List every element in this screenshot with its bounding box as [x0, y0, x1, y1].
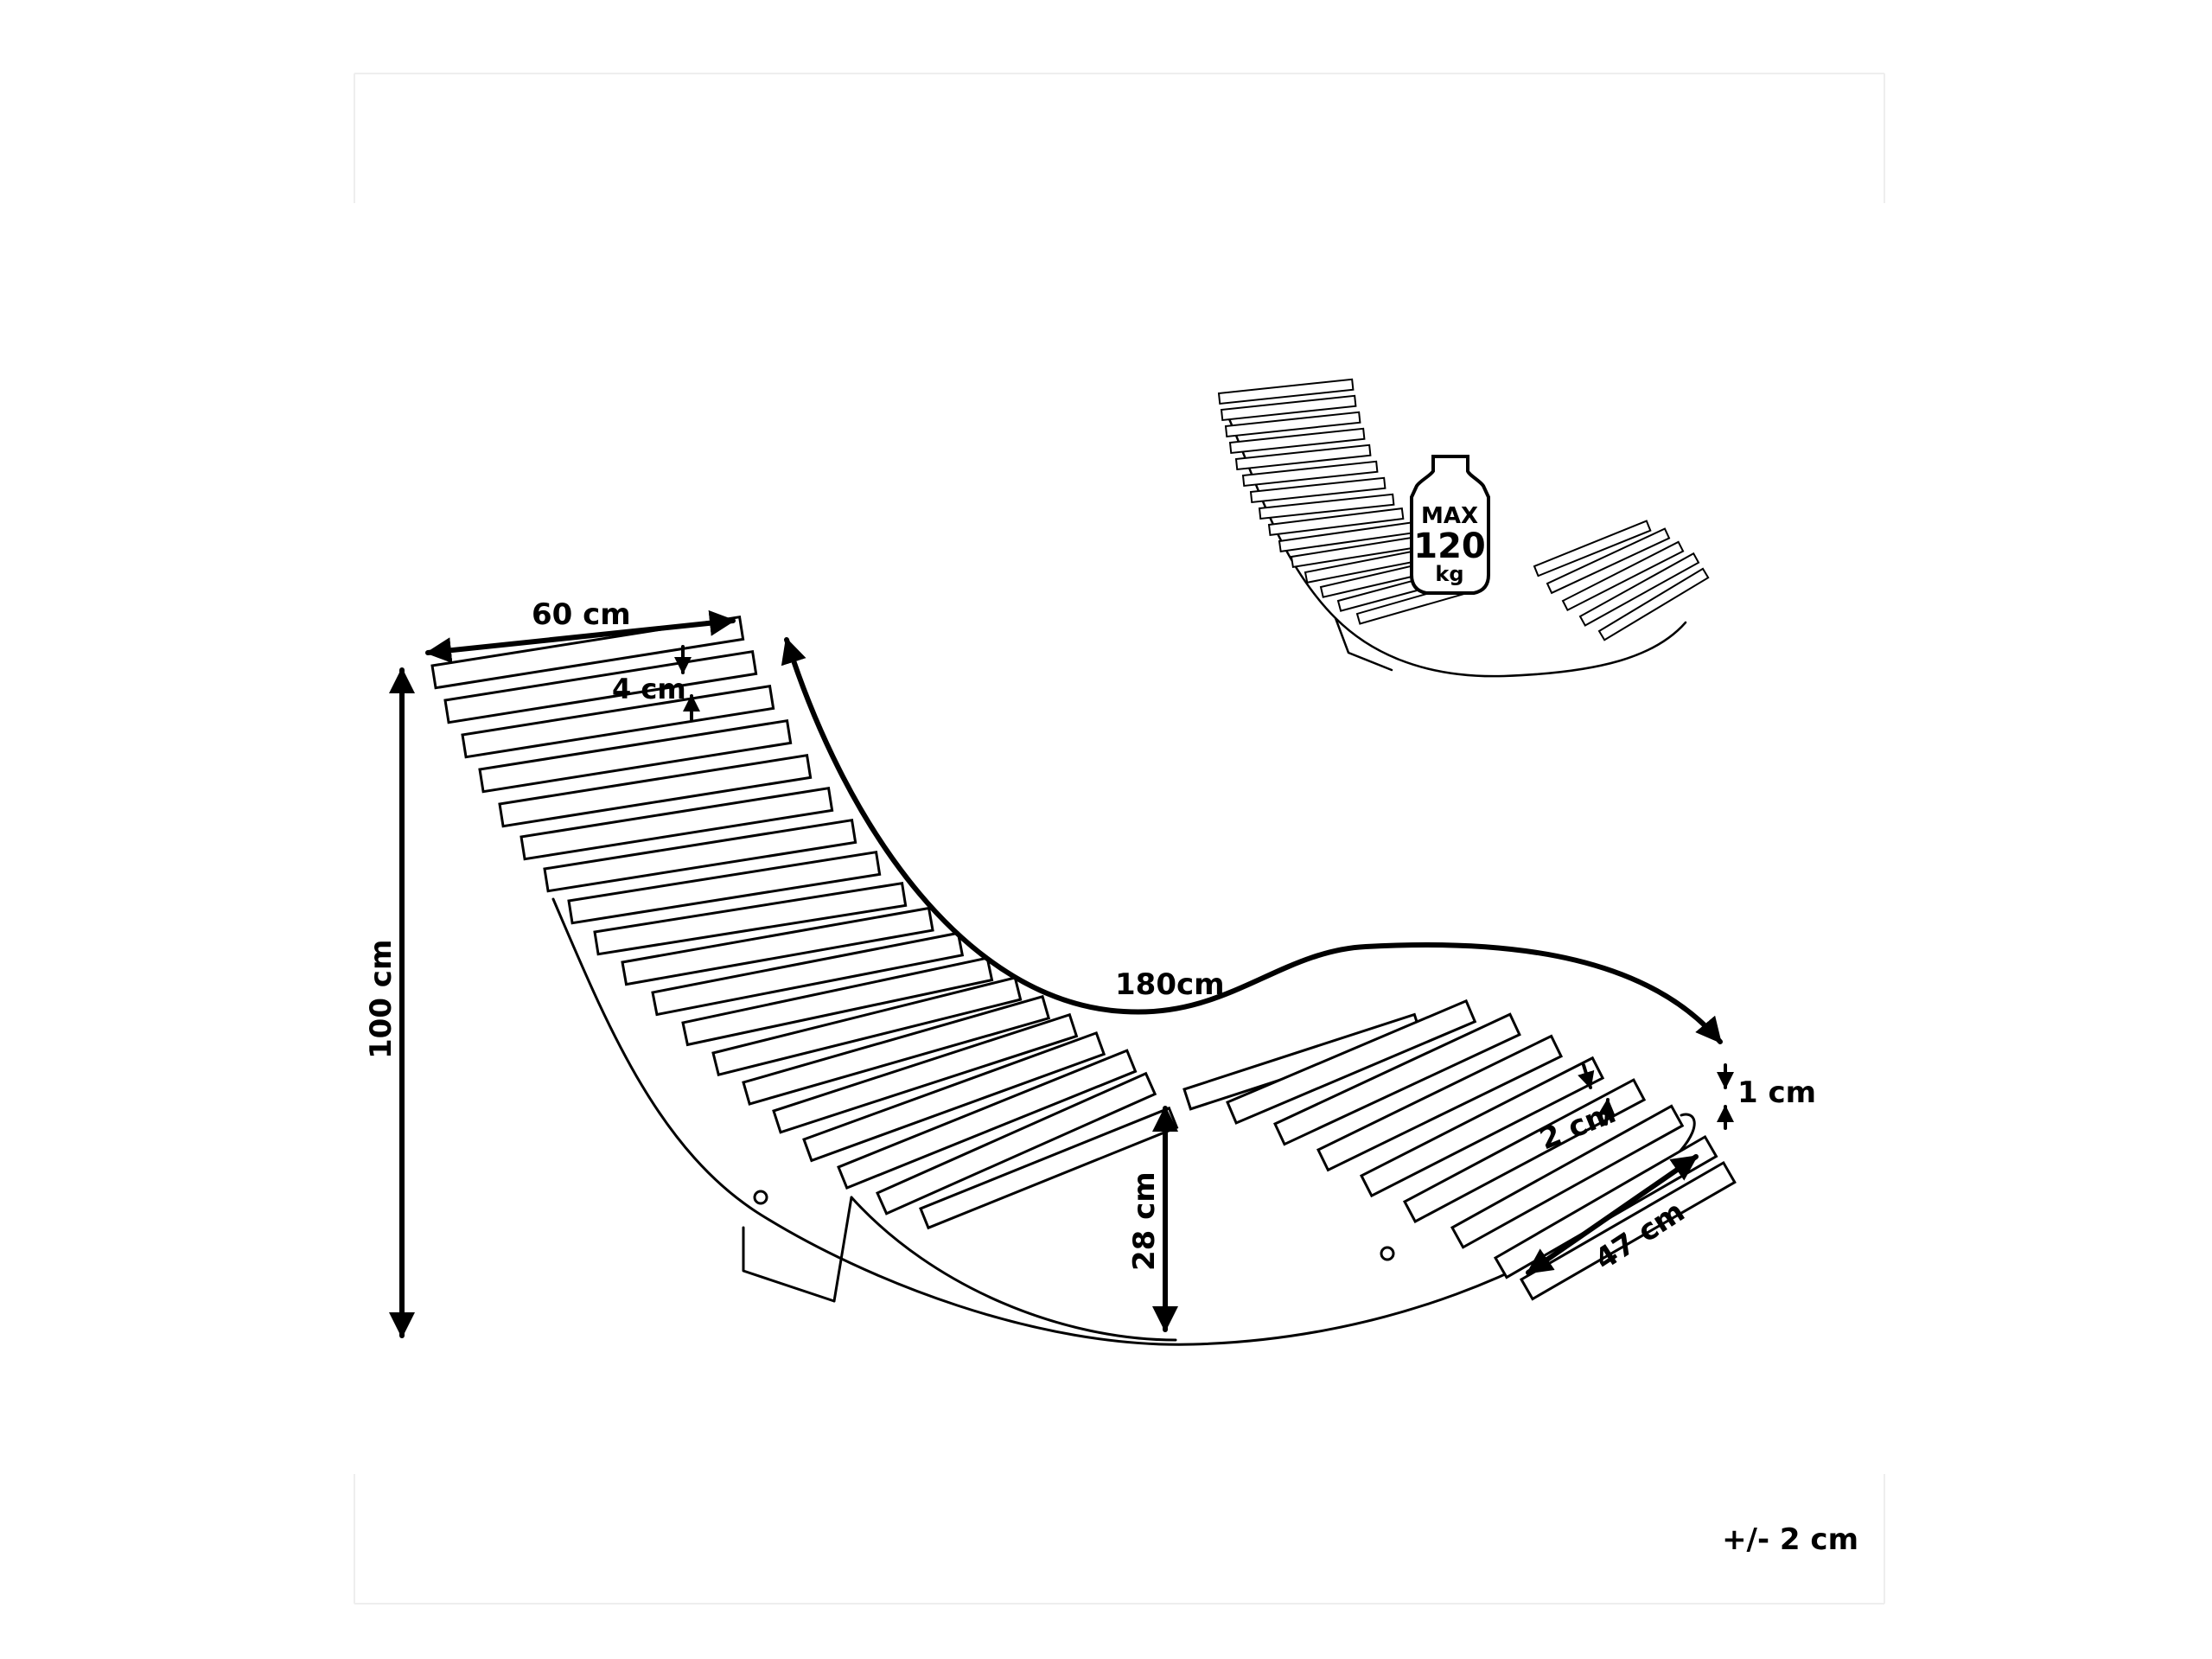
length-label: 180cm — [1115, 967, 1225, 1002]
load-value-label: 120 — [1413, 526, 1486, 566]
load-unit-label: kg — [1435, 562, 1463, 586]
load-max-label: MAX — [1421, 503, 1478, 529]
width-label: 60 cm — [532, 597, 631, 632]
slat-width-label: 4 cm — [612, 673, 686, 705]
weight-icon — [1410, 455, 1490, 595]
seat-slats — [1182, 999, 1737, 1301]
frame-lines — [354, 73, 1885, 1605]
seat-height-label: 28 cm — [1127, 1171, 1162, 1271]
height-label: 100 cm — [364, 940, 398, 1059]
tolerance-note: +/- 2 cm — [1722, 1522, 1858, 1557]
slat-thickness-label: 1 cm — [1737, 1075, 1816, 1110]
lounger-drawing — [430, 615, 1737, 1346]
back-slats — [430, 615, 1179, 1230]
dimension-lines — [389, 609, 1734, 1338]
